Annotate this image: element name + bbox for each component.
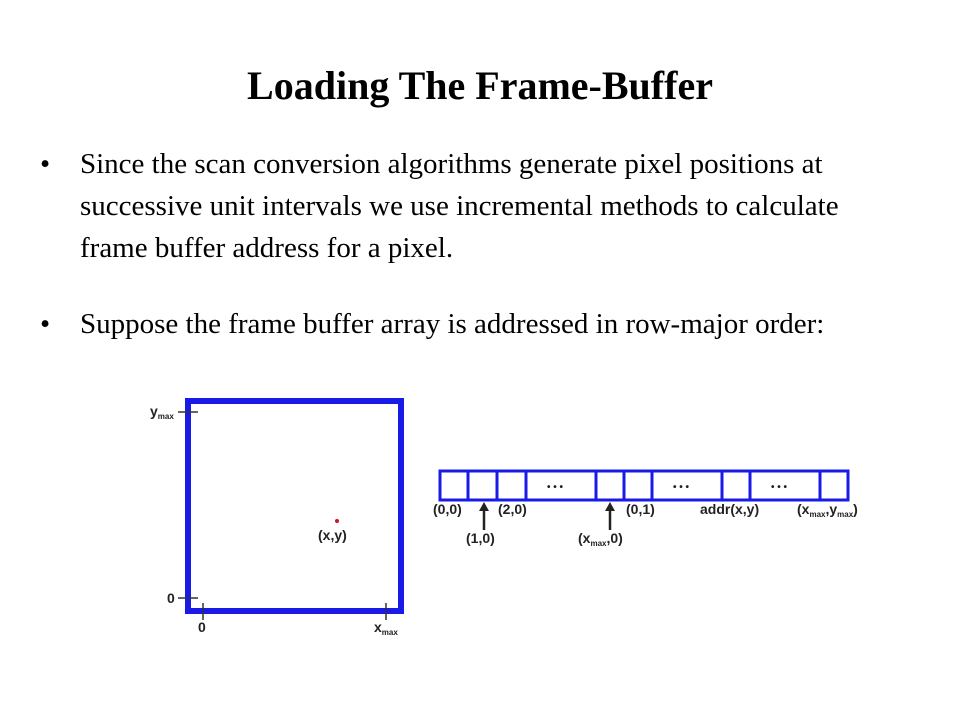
bullet-text: Suppose the frame buffer array is addres… xyxy=(80,308,825,340)
memory-cell xyxy=(594,469,626,502)
memory-cell xyxy=(720,469,752,502)
y-zero-label: 0 xyxy=(167,590,175,606)
label-addr: addr(x,y) xyxy=(700,501,759,517)
pixel-point xyxy=(335,519,339,523)
label-last: (xmax,ymax) xyxy=(797,501,858,519)
bullet-text: Since the scan conversion algorithms gen… xyxy=(80,148,839,264)
arrow-1-0-head xyxy=(479,502,489,511)
ellipsis: • • • xyxy=(547,482,564,493)
x-zero-label: 0 xyxy=(198,619,206,635)
label-0-0: (0,0) xyxy=(433,501,462,517)
memory-cell xyxy=(495,469,528,502)
point-label: (x,y) xyxy=(318,527,347,543)
ellipsis: • • • xyxy=(771,482,788,493)
ellipsis: • • • xyxy=(673,482,690,493)
label-0-1: (0,1) xyxy=(626,501,655,517)
memory-array-diagram: • • • • • • • • • (0,0) (2,0) (1,0) (xma… xyxy=(433,469,858,548)
x-max-label: xmax xyxy=(374,619,398,637)
memory-cell xyxy=(466,469,499,502)
bullet-marker: • xyxy=(40,148,51,180)
screen-frame xyxy=(185,398,404,614)
y-max-label: ymax xyxy=(150,403,174,421)
label-xmax-0: (xmax,0) xyxy=(578,530,623,548)
screen-diagram: ymax 0 0 xmax (x,y) xyxy=(150,398,404,637)
memory-cell xyxy=(438,469,470,502)
slide-title: Loading The Frame-Buffer xyxy=(247,63,713,108)
bullet-marker: • xyxy=(40,308,51,340)
label-2-0: (2,0) xyxy=(498,501,527,517)
memory-cell xyxy=(818,469,850,502)
memory-cell xyxy=(622,469,654,502)
label-1-0: (1,0) xyxy=(466,530,495,546)
arrow-xmax-0-head xyxy=(605,502,615,511)
